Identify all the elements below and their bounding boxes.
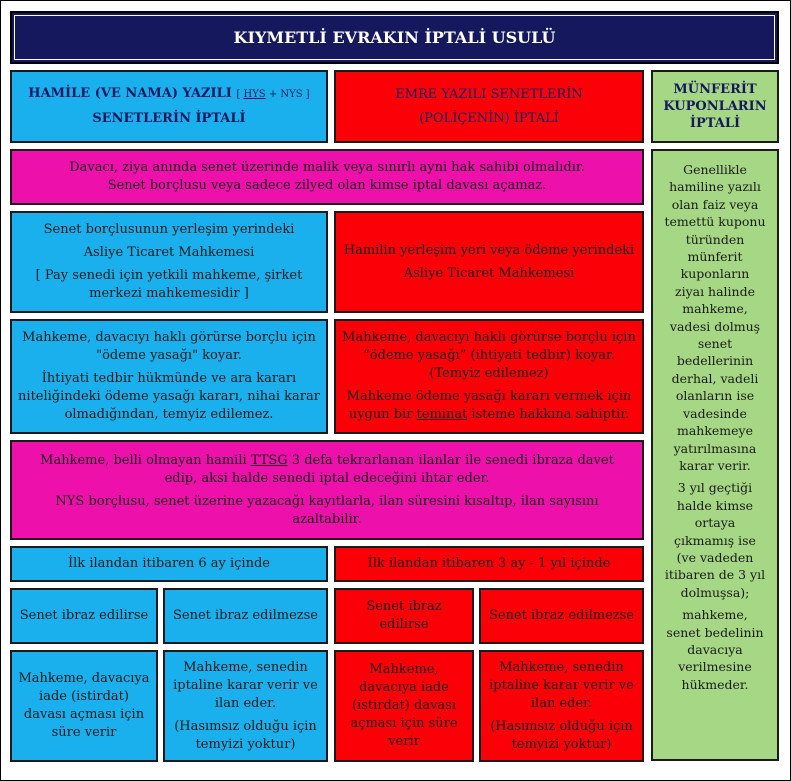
header-order-line2: (POLİÇENİN) İPTALİ: [419, 110, 559, 126]
header-coupons-line1: MÜNFERİT: [673, 82, 757, 97]
ban-bearer-p1: Mahkeme, davacıyı haklı görürse borçlu i…: [22, 330, 316, 363]
plaintiff-box: Davacı, ziya anında senet üzerinde malik…: [10, 149, 644, 205]
court-bearer-line2: Asliye Ticaret Mahkemesi: [83, 245, 255, 260]
collateral-term: teminat: [416, 407, 468, 422]
coupons-line: itibaren de 3 yıl: [664, 567, 766, 583]
ban-order-box: Mahkeme, davacıyı haklı görürse borçlu i…: [334, 319, 644, 434]
order-presented-box: Senet ibraz edilirse: [334, 588, 474, 644]
coupons-line: temettü kuponu: [664, 214, 766, 230]
header-order-notes: EMRE YAZILI SENETLERİN (POLİÇENİN) İPTAL…: [334, 70, 644, 143]
bearer-not-presented-box: Senet ibraz edilmezse: [163, 588, 328, 644]
coupons-line: derhal, vadeli: [671, 370, 759, 386]
coupons-line: bedellerinin: [676, 353, 754, 369]
court-bearer-line3: [ Pay senedi için yetkili mahkeme, şirke…: [35, 268, 303, 301]
bearer-return-outcome: Mahkeme, davacıya iade (istirdat) davası…: [10, 650, 158, 762]
header-bearer-line2: SENETLERİN İPTALİ: [92, 111, 246, 126]
court-bearer-line1: Senet borçlusunun yerleşim yerindeki: [43, 222, 295, 237]
coupons-line: Genellikle: [683, 162, 747, 177]
coupons-line: senet: [697, 336, 733, 352]
coupons-line: halde kimse: [676, 497, 754, 513]
header-bearer-line1: HAMİLE (VE NAMA) YAZILI [ HYS + NYS ]: [28, 86, 310, 101]
header-coupons: MÜNFERİT KUPONLARIN İPTALİ: [651, 70, 779, 143]
coupons-line: türünden: [685, 231, 745, 247]
order-not-presented-box: Senet ibraz edilmezse: [479, 588, 644, 644]
coupons-line: vadesi dolmuş: [669, 318, 761, 334]
coupons-line: çıkmamış ise: [674, 532, 756, 548]
gazette-abbrev: TTSG: [250, 452, 288, 468]
plaintiff-line2: Senet borçlusu veya sadece zilyed olan k…: [107, 178, 547, 193]
court-order-line2: Asliye Ticaret Mahkemesi: [403, 265, 575, 281]
plaintiff-line1: Davacı, ziya anında senet üzerinde malik…: [69, 160, 585, 175]
order-cancel-p2: (Hasımsız olduğu için temyizi yoktur): [490, 718, 633, 752]
coupons-line: hamiline yazılı: [669, 179, 761, 195]
header-coupons-line3: İPTALİ: [689, 116, 741, 131]
period-order-text: İlk ilandan itibaren 3 ay - 1 yıl içinde: [367, 556, 611, 571]
header-bearer-notes: HAMİLE (VE NAMA) YAZILI [ HYS + NYS ] SE…: [10, 70, 328, 143]
order-return-outcome: Mahkeme, davacıya iade (istirdat) davası…: [334, 650, 474, 762]
order-not-presented-text: Senet ibraz edilmezse: [488, 608, 634, 623]
header-order-line1: EMRE YAZILI SENETLERİN: [395, 86, 583, 102]
bearer-cancel-outcome: Mahkeme, senedin iptaline karar verir ve…: [163, 650, 328, 762]
coupons-line: vadesinde: [683, 405, 747, 421]
coupons-line: (ve vadeden: [676, 549, 754, 565]
order-return-text: Mahkeme, davacıya iade (istirdat) davası…: [350, 662, 458, 749]
bearer-return-text: Mahkeme, davacıya iade (istirdat) davası…: [18, 671, 150, 740]
coupons-line: dolmuşsa);: [680, 584, 750, 600]
bearer-cancel-p1: Mahkeme, senedin iptaline karar verir ve…: [173, 659, 318, 711]
coupons-line: kuponların: [680, 266, 750, 282]
period-order-box: İlk ilandan itibaren 3 ay - 1 yıl içinde: [334, 546, 644, 582]
bearer-presented-text: Senet ibraz edilirse: [19, 608, 149, 623]
coupons-line: karar verir.: [679, 457, 751, 473]
notice-p2: NYS borçlusu, senet üzerine yazacağı kay…: [55, 493, 599, 527]
coupons-line: verilmesine: [678, 659, 752, 675]
ban-bearer-p2: İhtiyati tedbir hükmünde ve ara kararı n…: [18, 371, 320, 422]
coupons-line: davacıya: [687, 641, 743, 657]
order-cancel-outcome: Mahkeme, senedin iptaline karar verir ve…: [479, 650, 644, 762]
period-bearer-text: İlk ilandan itibaren 6 ay içinde: [68, 556, 270, 571]
bearer-cancel-p2: (Hasımsız olduğu için temyizi yoktur): [174, 718, 317, 752]
title-text: KIYMETLİ EVRAKIN İPTALİ USULÜ: [233, 27, 556, 47]
diagram-title: KIYMETLİ EVRAKIN İPTALİ USULÜ: [10, 11, 779, 64]
coupons-line: olan faiz veya: [671, 196, 759, 212]
court-bearer-box: Senet borçlusunun yerleşim yerindeki Asl…: [10, 211, 328, 313]
coupons-line: hükmeder.: [681, 676, 749, 692]
ban-order-p1: Mahkeme, davacıyı haklı görürse borçlu i…: [342, 330, 636, 381]
coupons-line: 3 yıl geçtiği: [677, 480, 753, 496]
notice-p1: Mahkeme, belli olmayan hamili TTSG 3 def…: [40, 452, 614, 486]
ban-order-p2: Mahkeme ödeme yasağı kararı vermek için …: [346, 389, 632, 422]
coupons-line: ziyaı halinde: [674, 283, 756, 299]
coupons-line: yatırılmasına: [673, 440, 757, 456]
coupons-line: mahkemeye: [676, 423, 754, 439]
bearer-not-presented-text: Senet ibraz edilmezse: [172, 608, 318, 623]
bearer-presented-box: Senet ibraz edilirse: [10, 588, 158, 644]
order-cancel-p1: Mahkeme, senedin iptaline karar verir ve…: [489, 659, 634, 711]
period-bearer-box: İlk ilandan itibaren 6 ay içinde: [10, 546, 328, 582]
order-presented-text: Senet ibraz edilirse: [366, 599, 442, 632]
coupons-line: mahkeme,: [682, 301, 748, 317]
header-coupons-line2: KUPONLARIN: [663, 99, 767, 114]
court-order-line1: Hamilin yerleşim yeri veya ödeme yerinde…: [343, 242, 635, 258]
court-order-box: Hamilin yerleşim yeri veya ödeme yerinde…: [334, 211, 644, 313]
header-bearer-tag: [ HYS + NYS ]: [236, 89, 310, 100]
coupons-line: münferit: [687, 249, 743, 265]
notice-box: Mahkeme, belli olmayan hamili TTSG 3 def…: [10, 440, 644, 540]
coupons-line: mahkeme,: [682, 607, 748, 623]
coupons-line: olanların ise: [675, 388, 755, 404]
coupons-line: senet bedelinin: [666, 624, 764, 640]
ban-bearer-box: Mahkeme, davacıyı haklı görürse borçlu i…: [10, 319, 328, 434]
coupons-line: ortaya: [694, 515, 736, 531]
